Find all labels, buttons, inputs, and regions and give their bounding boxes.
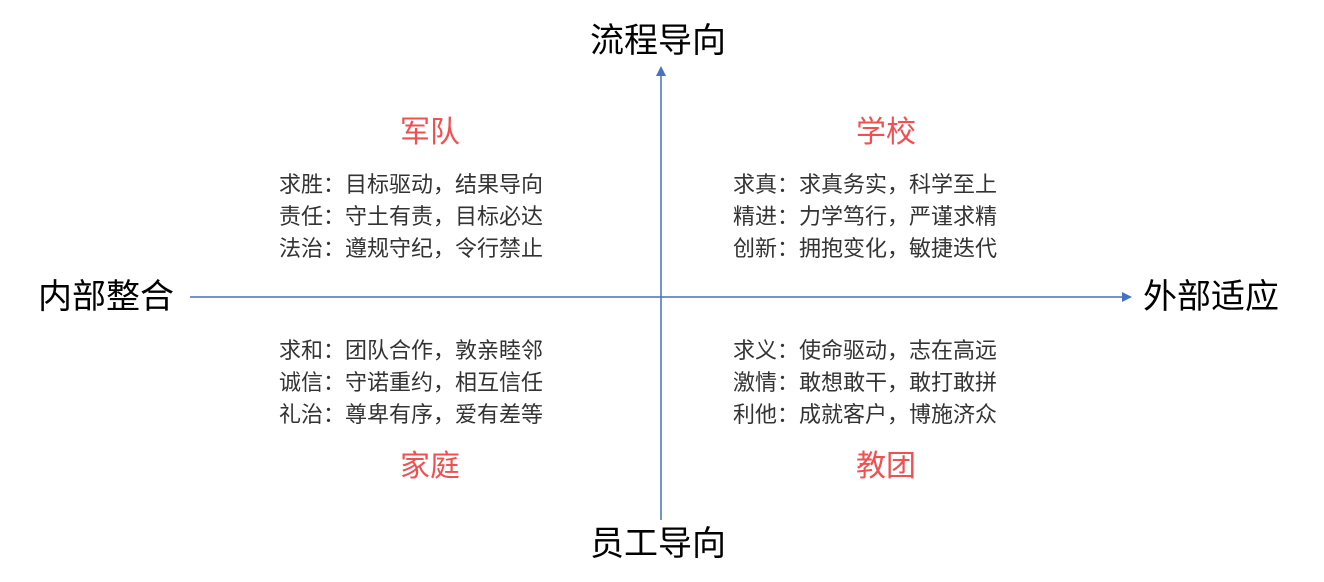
axis-label-external-adaptation: 外部适应	[1143, 277, 1279, 317]
quadrant-line: 利他：成就客户，博施济众	[733, 403, 998, 428]
quadrant-line: 诚信：守诺重约，相互信任	[279, 371, 544, 396]
quadrant-line: 求胜：目标驱动，结果导向	[279, 173, 544, 198]
quadrant-line: 激情：敢想敢干，敢打敢拼	[733, 371, 998, 396]
quadrant-lines-congregation: 求义：使命驱动，志在高远 激情：敢想敢干，敢打敢拼 利他：成就客户，博施济众	[733, 336, 997, 432]
quadrant-line: 责任：守土有责，目标必达	[279, 205, 544, 230]
quadrant-title-congregation: 教团	[856, 449, 916, 484]
quadrant-line: 求真：求真务实，科学至上	[733, 173, 998, 198]
quadrant-title-family: 家庭	[400, 449, 460, 484]
quadrant-line: 求和：团队合作，敦亲睦邻	[279, 339, 544, 364]
quadrant-line: 创新：拥抱变化，敏捷迭代	[733, 237, 998, 262]
quadrant-lines-family: 求和：团队合作，敦亲睦邻 诚信：守诺重约，相互信任 礼治：尊卑有序，爱有差等	[279, 336, 543, 432]
axis-label-internal-integration: 内部整合	[38, 277, 174, 317]
quadrant-title-school: 学校	[856, 115, 916, 150]
quadrant-lines-school: 求真：求真务实，科学至上 精进：力学笃行，严谨求精 创新：拥抱变化，敏捷迭代	[733, 170, 997, 266]
quadrant-line: 礼治：尊卑有序，爱有差等	[279, 403, 544, 428]
quadrant-title-army: 军队	[400, 115, 460, 150]
quadrant-line: 法治：遵规守纪，令行禁止	[279, 237, 544, 262]
axis-label-employee-oriented: 员工导向	[590, 524, 726, 564]
axis-label-process-oriented: 流程导向	[590, 21, 726, 61]
quadrant-lines-army: 求胜：目标驱动，结果导向 责任：守土有责，目标必达 法治：遵规守纪，令行禁止	[279, 170, 543, 266]
quadrant-line: 求义：使命驱动，志在高远	[733, 339, 998, 364]
quadrant-line: 精进：力学笃行，严谨求精	[733, 205, 998, 230]
